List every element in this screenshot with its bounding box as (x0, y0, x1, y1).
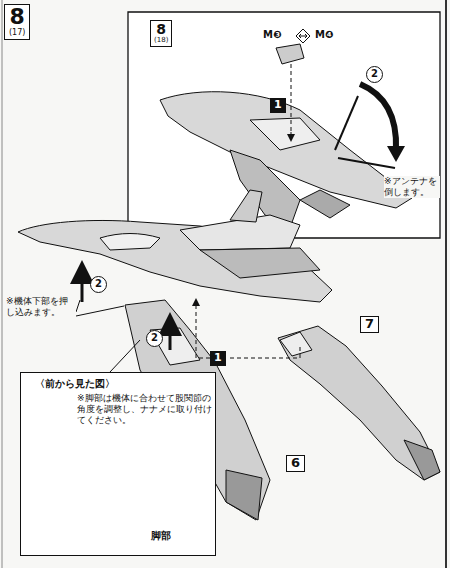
body-text: (18) (154, 36, 168, 45)
part-code: M❹ (314, 29, 334, 41)
body-text: (17) (9, 28, 25, 38)
part-name: 脚部 (150, 530, 172, 542)
part-number: 6 (286, 455, 305, 472)
reference-step-box: 8(18) (150, 20, 172, 47)
part-code: M❸ (262, 29, 282, 41)
heading: 8 (9, 6, 25, 28)
heading: 8 (154, 22, 168, 36)
note-text: ※機体下部を押し込みます。 (6, 296, 76, 318)
part-number: 7 (360, 316, 379, 333)
callout-number: 1 (270, 98, 286, 113)
step-number-box: 8(17) (4, 4, 30, 40)
callout-number: 2 (146, 330, 163, 347)
body-text: ※脚部は機体に合わせて股関節の角度を調整し、ナナメに取り付けてください。 (77, 393, 213, 426)
callout-number: 2 (366, 66, 383, 83)
callout-number: 1 (210, 351, 226, 366)
heading: 〈前から見た図〉 (35, 377, 115, 391)
note-text: ※アンテナを倒します。 (384, 176, 440, 198)
front-view-panel: 〈前から見た図〉 ※脚部は機体に合わせて股関節の角度を調整し、ナナメに取り付けてく… (20, 372, 216, 556)
callout-number: 2 (90, 276, 107, 293)
